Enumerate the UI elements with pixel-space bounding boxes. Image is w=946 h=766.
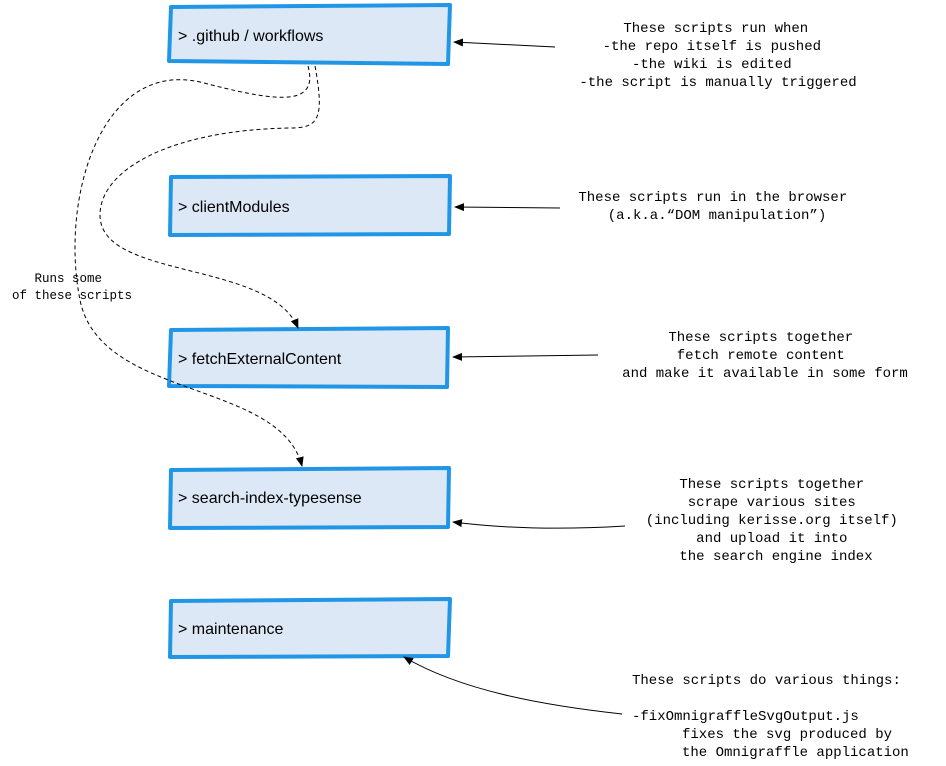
note-fetch-line: fetch remote content [677, 348, 845, 364]
node-fetch-external-content-label: > fetchExternalContent [178, 351, 342, 368]
note-maintenance-line: fixes the svg produced by [682, 727, 892, 743]
note-client-modules: These scripts run in the browser (a.k.a.… [578, 190, 855, 224]
note-maintenance-line: -fixOmnigraffleSvgOutput.js [632, 709, 859, 725]
note-runs-some: Runs some of these scripts [12, 272, 132, 303]
note-fetch-line: These scripts together [668, 330, 853, 346]
note-search-line: scrape various sites [688, 495, 856, 511]
note-fetch-line: and make it available in some form [622, 366, 908, 382]
node-maintenance-label: > maintenance [178, 621, 284, 638]
note-workflows-line: -the wiki is edited [632, 57, 792, 73]
note-maintenance-line: These scripts do various things: [632, 673, 901, 689]
note-search: These scripts together scrape various si… [646, 477, 906, 565]
note-maintenance-line: the Omnigraffle application [682, 745, 909, 761]
node-search-index-typesense[interactable]: > search-index-typesense [168, 466, 451, 530]
node-client-modules-label: > clientModules [178, 199, 290, 216]
node-search-index-typesense-label: > search-index-typesense [178, 490, 362, 507]
arrow-note-to-maintenance [403, 656, 623, 715]
arrow-note-to-workflows [453, 38, 556, 48]
node-client-modules[interactable]: > clientModules [168, 174, 452, 237]
node-fetch-external-content[interactable]: > fetchExternalContent [167, 326, 450, 389]
note-runs-line: of these scripts [12, 289, 132, 303]
dashed-connector-to-fetch [99, 65, 320, 329]
node-github-workflows-label: > .github / workflows [178, 28, 323, 45]
note-search-line: the search engine index [679, 549, 872, 565]
note-workflows: These scripts run when -the repo itself … [579, 21, 856, 91]
dashed-connector-to-search [74, 65, 311, 467]
note-client-line: These scripts run in the browser [578, 190, 847, 206]
node-maintenance[interactable]: > maintenance [168, 597, 452, 659]
note-maintenance: These scripts do various things: -fixOmn… [632, 673, 909, 761]
note-workflows-line: -the script is manually triggered [579, 75, 856, 91]
arrow-note-to-client-modules [454, 203, 561, 212]
arrow-note-to-fetch [452, 352, 599, 361]
note-fetch: These scripts together fetch remote cont… [622, 330, 908, 382]
note-runs-line: Runs some [34, 272, 102, 286]
note-client-line: (a.k.a.“DOM manipulation”) [608, 208, 826, 224]
note-search-line: (including kerisse.org itself) [646, 513, 898, 529]
node-github-workflows[interactable]: > .github / workflows [167, 3, 452, 66]
note-search-line: and upload it into [696, 531, 847, 547]
note-workflows-line: -the repo itself is pushed [603, 39, 821, 55]
arrow-note-to-search [452, 519, 626, 529]
note-workflows-line: These scripts run when [623, 21, 808, 37]
note-search-line: These scripts together [679, 477, 864, 493]
